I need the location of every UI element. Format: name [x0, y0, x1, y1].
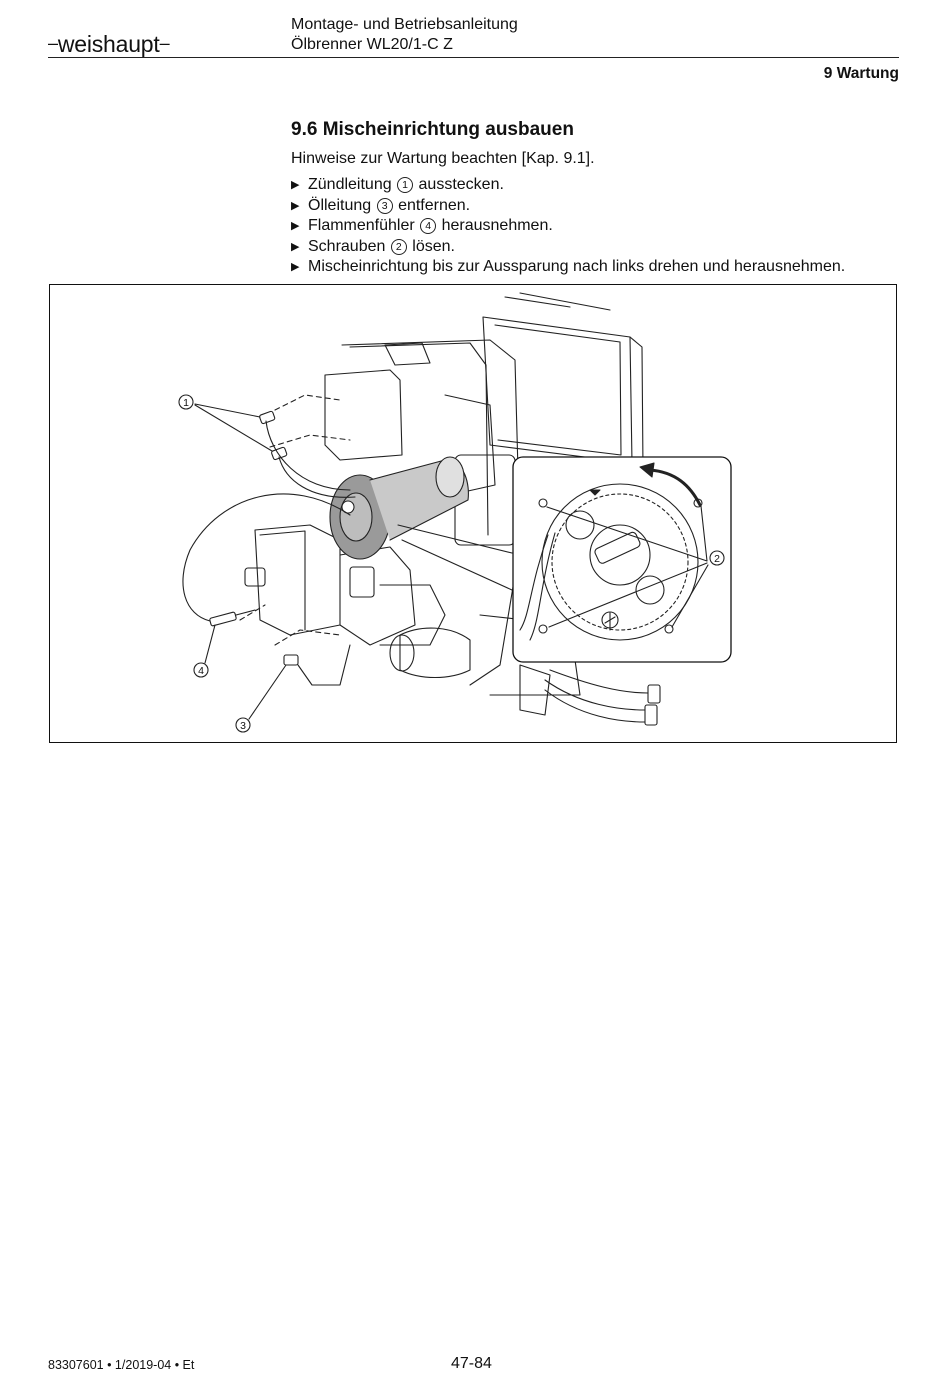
document-title: Montage- und Betriebsanleitung Ölbrenner… — [291, 15, 518, 55]
step-list: ▶Zündleitung 1 ausstecken. ▶Ölleitung 3 … — [291, 175, 845, 278]
burner-drawing: 1 2 3 4 — [178, 292, 732, 733]
page-number: 47-84 — [451, 1355, 492, 1372]
callout-4: 4 — [193, 624, 216, 678]
oil-hoses — [544, 669, 661, 726]
zoom-line — [397, 524, 513, 554]
mixing-assembly — [329, 456, 469, 560]
document-title-line2: Ölbrenner WL20/1-C Z — [291, 36, 453, 53]
step-item: ▶Ölleitung 3 entfernen. — [291, 196, 845, 217]
bullet-triangle-icon: ▶ — [291, 261, 300, 274]
svg-text:2: 2 — [714, 553, 720, 565]
rotation-arrow-icon — [639, 462, 655, 478]
pump-block — [244, 524, 446, 646]
assembly-guides — [239, 394, 351, 646]
callout-1: 1 — [178, 394, 273, 452]
section-intro: Hinweise zur Wartung beachten [Kap. 9.1]… — [291, 150, 595, 167]
document-title-line1: Montage- und Betriebsanleitung — [291, 16, 518, 33]
callout-number: 2 — [390, 238, 407, 255]
header-divider — [48, 57, 899, 58]
callout-number: 4 — [420, 218, 437, 235]
callout-number: 1 — [397, 177, 414, 193]
callout-2: 2 — [709, 550, 725, 566]
callout-3: 3 — [235, 664, 287, 733]
step-item: ▶Schrauben 2 lösen. — [291, 237, 845, 258]
callout-number: 3 — [376, 197, 393, 214]
detail-view — [512, 456, 732, 663]
bullet-triangle-icon: ▶ — [291, 179, 300, 191]
bullet-triangle-icon: ▶ — [291, 240, 300, 253]
bullet-triangle-icon: ▶ — [291, 220, 300, 233]
oil-line — [283, 644, 351, 686]
brand-logo: –weishaupt– — [48, 31, 170, 57]
ignition-cable — [259, 410, 356, 498]
document-number: 83307601 • 1/2019-04 • Et — [48, 1358, 195, 1372]
bullet-triangle-icon: ▶ — [291, 199, 300, 212]
step-item: ▶Zündleitung 1 ausstecken. — [291, 175, 845, 196]
flame-sensor — [182, 493, 351, 627]
step-item: ▶Mischeinrichtung bis zur Aussparung nac… — [291, 257, 845, 278]
svg-text:1: 1 — [183, 397, 189, 409]
section-title: 9.6 Mischeinrichtung ausbauen — [291, 119, 574, 140]
svg-text:3: 3 — [240, 720, 246, 732]
svg-text:4: 4 — [198, 665, 204, 677]
brand-name: weishaupt — [57, 31, 160, 57]
step-item: ▶Flammenfühler 4 herausnehmen. — [291, 216, 845, 237]
burner-illustration: 1 2 3 4 — [49, 284, 897, 743]
zoom-line — [401, 539, 513, 591]
chapter-label: 9 Wartung — [823, 65, 899, 82]
